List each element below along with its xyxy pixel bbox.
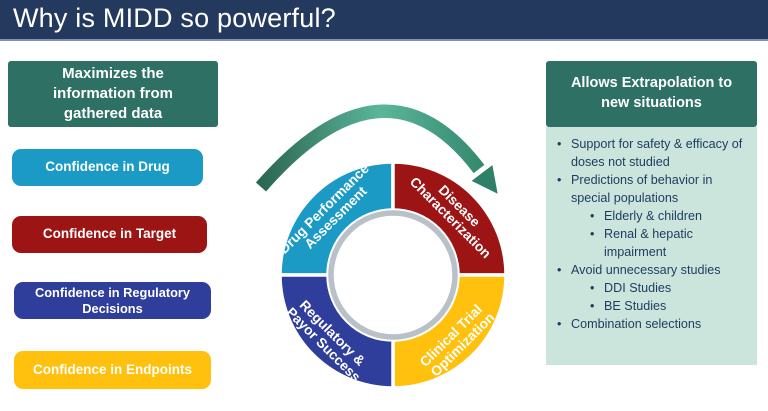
title-bar: Why is MIDD so powerful? [0,0,768,41]
segment-disease-characterization [391,160,508,277]
list-item: Predictions of behavior in special popul… [553,171,752,207]
extrapolation-bullet-list: Support for safety & efficacy of doses n… [553,135,752,333]
segment-drug-performance [278,160,395,277]
confidence-in-endpoints-box: Confidence in Endpoints [14,351,211,389]
left-panel-header: Maximizes the information from gathered … [8,61,218,127]
cycle-center-circle [328,210,458,340]
right-panel-header: Allows Extrapolation to new situations [546,61,757,127]
right-panel-body: Support for safety & efficacy of doses n… [546,127,757,365]
list-item: Avoid unnecessary studies [553,261,752,279]
confidence-in-target-box: Confidence in Target [12,216,207,253]
list-item: Combination selections [553,315,752,333]
segment-regulatory-payor-success [278,273,395,390]
list-item: Renal & hepatic impairment [586,225,752,261]
list-item: BE Studies [586,297,752,315]
confidence-in-drug-box: Confidence in Drug [12,149,203,186]
midd-cycle-diagram: Drug Performance Assessment Disease Char… [255,104,508,390]
confidence-in-regulatory-decisions-box: Confidence in Regulatory Decisions [14,282,211,319]
segment-clinical-trial-optimization [391,273,508,390]
curved-arrow-icon [255,104,498,194]
page-title: Why is MIDD so powerful? [13,3,336,33]
list-item: Support for safety & efficacy of doses n… [553,135,752,171]
list-item: DDI Studies [586,279,752,297]
cycle-ring [278,160,508,390]
list-item: Elderly & children [586,207,752,225]
